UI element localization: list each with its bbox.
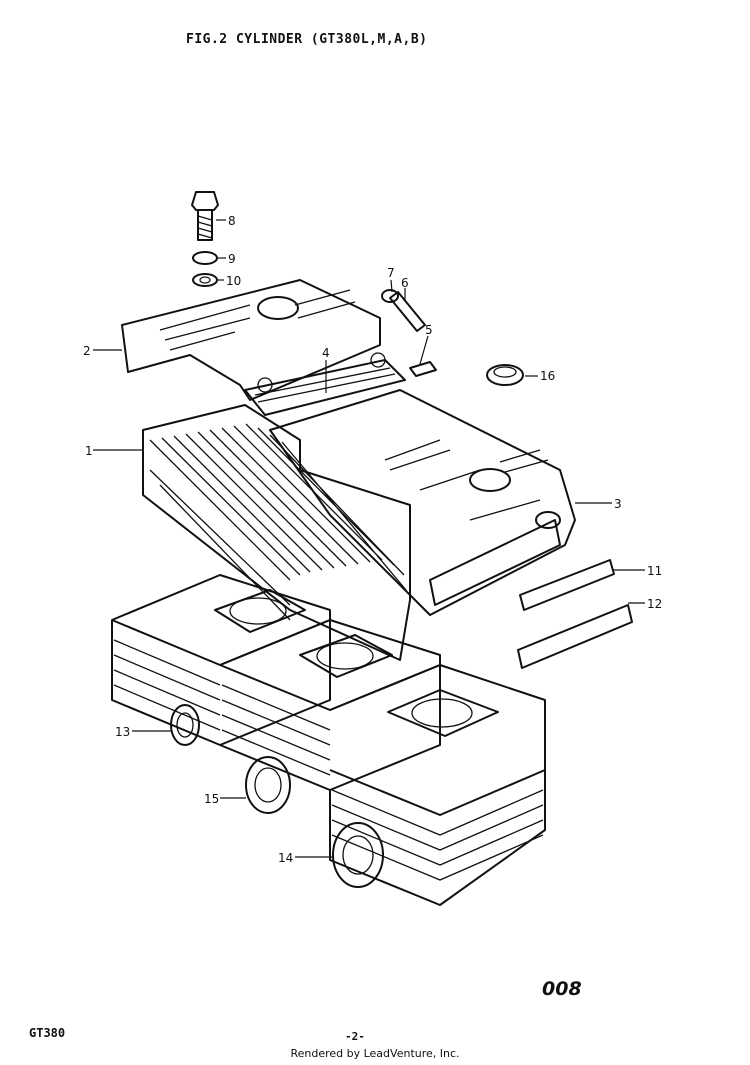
front-cylinder-cover [269,389,576,616]
emblem-12 [517,604,633,669]
callout-12: 12 [647,597,662,611]
grommet-10 [192,273,218,287]
cap-16 [486,364,524,386]
bolt-8 [191,191,219,241]
callout-11: 11 [647,564,662,578]
screw-6 [381,289,426,332]
exhaust-port [332,822,384,888]
callout-16: 16 [540,369,555,383]
callout-10: 10 [226,274,241,288]
callout-2: 2 [83,344,91,358]
callout-13: 13 [115,725,130,739]
callout-labels: 8 9 10 2 1 4 7 6 5 16 3 11 12 13 15 14 [83,214,662,865]
bore-gasket [299,634,393,678]
clip-5 [409,361,437,377]
callout-7: 7 [387,266,395,280]
callout-14: 14 [278,851,293,865]
page-number: -2- [345,1030,365,1043]
callout-5: 5 [425,323,433,337]
callout-6: 6 [401,276,409,290]
figure-title: FIG.2 CYLINDER (GT380L,M,A,B) [186,32,428,47]
washer-9 [192,251,218,265]
cover-bracket [244,352,406,416]
bore-gasket [214,589,306,633]
emblem-11 [519,559,615,611]
callout-8: 8 [228,214,236,228]
callout-4: 4 [322,346,330,360]
leader-lines [93,219,645,858]
callout-15: 15 [204,792,219,806]
diagram-code: 008 [542,978,582,1000]
exhaust-port [170,704,200,746]
cylinder-block [111,574,546,906]
callout-3: 3 [614,497,622,511]
bore-gasket [387,689,499,737]
model-label: GT380 [29,1026,66,1040]
rendered-by-footer: Rendered by LeadVenture, Inc. [290,1047,460,1060]
rear-cylinder-cover [121,279,381,401]
callout-1: 1 [85,444,93,458]
exhaust-port [245,756,291,814]
callout-9: 9 [228,252,236,266]
